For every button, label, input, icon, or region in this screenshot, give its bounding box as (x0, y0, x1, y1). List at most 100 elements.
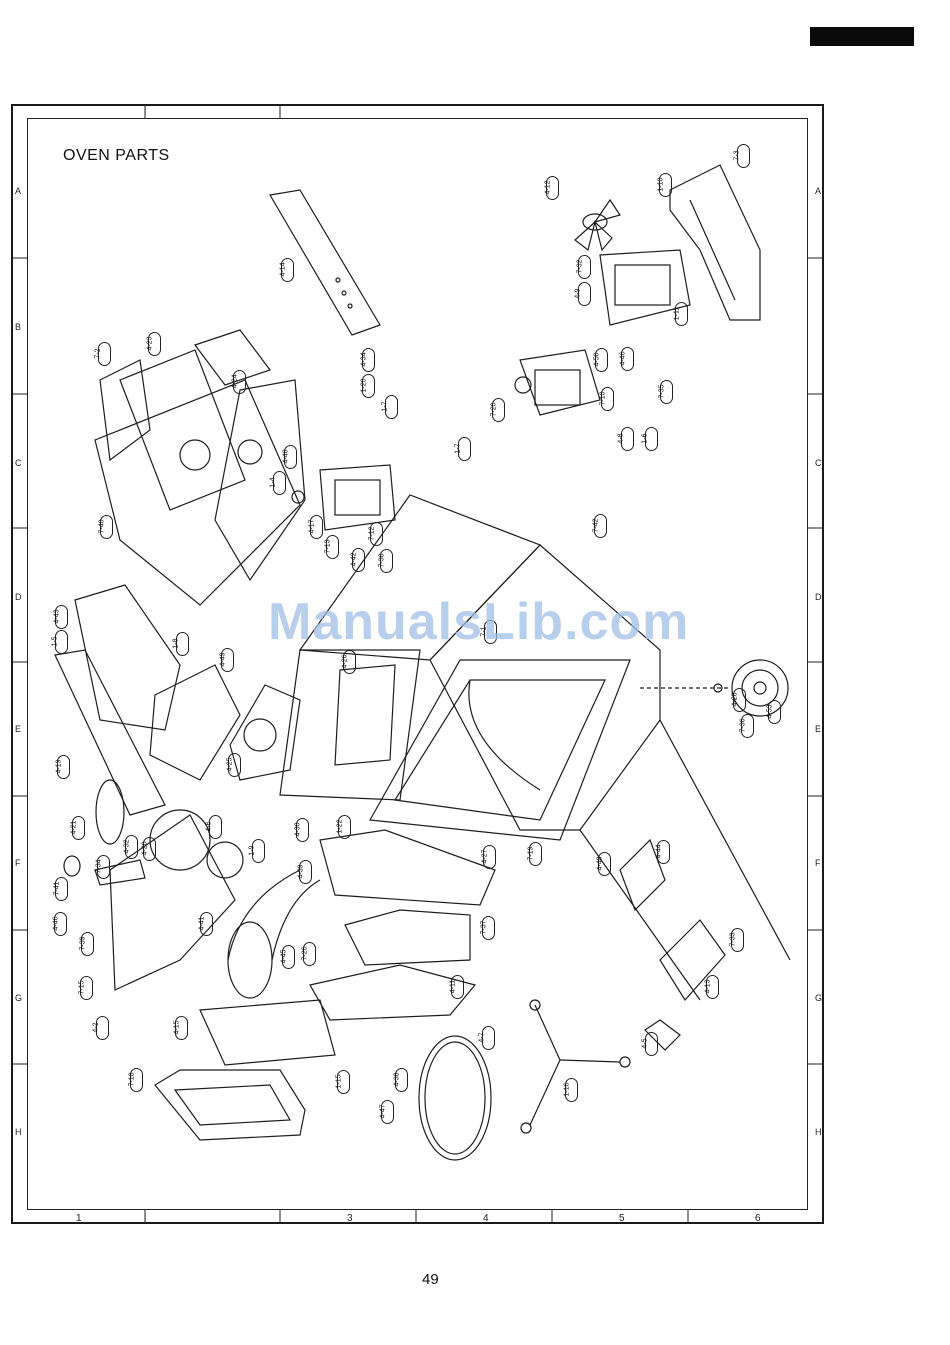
row-marker-h-left: H (15, 1127, 22, 1137)
part-callout (483, 845, 496, 869)
part-number-label: 1-22 (336, 819, 344, 834)
base-plate (154, 1069, 306, 1141)
row-marker-g-left: G (15, 993, 23, 1003)
row-marker-a-right: A (815, 186, 822, 196)
part-callout (125, 835, 138, 859)
part-number-label: 7-32 (576, 259, 584, 274)
column-marker-4: 4 (483, 1213, 489, 1224)
part-number-label: 4-43 (53, 609, 61, 624)
part-callout (737, 144, 750, 168)
part-callout (310, 515, 323, 539)
part-number-label: 7-18 (128, 1072, 136, 1087)
part-number-label: 1-6 (641, 433, 649, 444)
part-callout (733, 688, 746, 712)
column-marker-5: 5 (619, 1213, 625, 1224)
part-callout (175, 1016, 188, 1040)
row-marker-g-right: G (815, 993, 823, 1003)
part-callout (768, 700, 781, 724)
part-number-label: 4-26 (341, 654, 349, 669)
left-side-panels (94, 329, 306, 606)
part-callout (594, 514, 607, 538)
part-callout (657, 840, 670, 864)
part-callout (57, 755, 70, 779)
part-callout (100, 515, 113, 539)
part-callout (54, 912, 67, 936)
part-callout (81, 932, 94, 956)
part-callout (706, 975, 719, 999)
part-callout (228, 753, 241, 777)
part-number-label: 4-42 (350, 552, 358, 567)
part-callout (296, 818, 309, 842)
part-number-label: 7-13 (324, 539, 332, 554)
top-bracket-strip (269, 189, 381, 336)
part-number-label: 1-10 (657, 177, 665, 192)
part-callout (645, 427, 658, 451)
part-callout (55, 877, 68, 901)
part-callout (343, 650, 356, 674)
row-marker-e-right: E (815, 724, 822, 734)
part-callout (395, 1068, 408, 1092)
part-number-label: 4-25 (226, 757, 234, 772)
part-number-label: 4-30 (294, 822, 302, 837)
part-callout (492, 398, 505, 422)
part-number-label: 4-39 (297, 864, 305, 879)
part-number-label: 4-34 (360, 352, 368, 367)
part-number-label: 4-48 (282, 449, 290, 464)
part-number-label: 7-1 (480, 626, 488, 637)
part-number-label: 4-7 (478, 1032, 486, 1043)
part-number-label: 4-12 (544, 180, 552, 195)
part-callout (546, 176, 559, 200)
column-marker-1: 1 (76, 1213, 82, 1224)
part-number-label: 4-38 (393, 1072, 401, 1087)
part-number-label: 4-5 (641, 1038, 649, 1049)
part-number-label: 4-28 (731, 692, 739, 707)
part-number-label: 4-23 (146, 336, 154, 351)
left-outer-panels (54, 584, 301, 816)
part-callout (595, 348, 608, 372)
part-callout (385, 395, 398, 419)
diagram-frame (11, 104, 824, 1224)
part-callout (130, 1068, 143, 1092)
part-number-label: 1-7 (381, 401, 389, 412)
part-number-label: 4-9 (574, 288, 582, 299)
part-callout (529, 842, 542, 866)
part-number-label: 1-8 (172, 638, 180, 649)
part-number-label: 4-11 (449, 979, 457, 994)
part-number-label: 4-32 (123, 839, 131, 854)
part-callout (482, 1026, 495, 1050)
part-callout (143, 837, 156, 861)
part-callout (252, 839, 265, 863)
part-callout (209, 815, 222, 839)
part-callout (741, 714, 754, 738)
part-number-label: 4-14 (279, 262, 287, 277)
part-number-label: 7-34 (95, 859, 103, 874)
drive-belt (95, 779, 125, 845)
part-number-label: 4-41 (198, 916, 206, 931)
part-number-label: 4-17 (308, 519, 316, 534)
part-callout (660, 380, 673, 404)
row-marker-a-left: A (15, 186, 22, 196)
roller-stay (520, 999, 631, 1134)
part-callout (148, 332, 161, 356)
part-number-label: 7-15 (78, 980, 86, 995)
part-callout (578, 282, 591, 306)
part-number-label: 1-16 (563, 1082, 571, 1097)
part-callout (72, 816, 85, 840)
row-marker-f-right: F (815, 858, 821, 868)
part-number-label: 1-11 (673, 306, 681, 321)
page-number: 49 (422, 1271, 439, 1288)
part-number-label: 1-9 (248, 845, 256, 856)
magnetron (514, 349, 601, 416)
frame-grid-ticks (11, 104, 824, 1224)
diagram-title: OVEN PARTS (63, 147, 170, 164)
part-callout (458, 437, 471, 461)
part-callout (731, 928, 744, 952)
heater-coil (227, 869, 321, 999)
part-callout (380, 549, 393, 573)
part-callout (484, 620, 497, 644)
part-callout (303, 942, 316, 966)
part-number-label: 7-3 (733, 150, 741, 161)
part-number-label: 4-53 (766, 704, 774, 719)
part-number-label: 7-26 (301, 946, 309, 961)
part-callout (381, 1100, 394, 1124)
